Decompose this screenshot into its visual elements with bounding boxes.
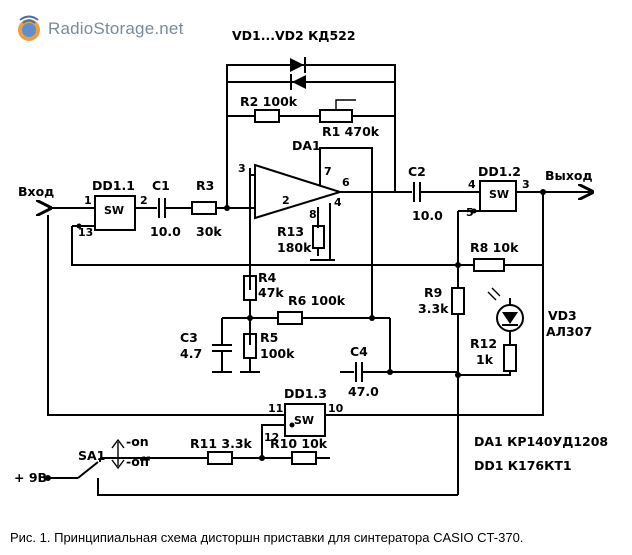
resistor-r3 — [191, 201, 217, 215]
resistor-r10 — [291, 451, 317, 465]
resistor-r13 — [312, 225, 325, 249]
label-r6: R6 100k — [288, 293, 346, 308]
label-r12-value: 1k — [476, 352, 494, 367]
label-r11: R11 3.3k — [190, 436, 253, 451]
label-sw-dd12: SW — [489, 188, 509, 201]
label-vd3-value: АЛ307 — [546, 324, 592, 339]
label-sa1: SA1 — [78, 448, 105, 463]
bias-network — [212, 275, 458, 382]
resistor-r12 — [503, 344, 517, 372]
label-c2-value: 10.0 — [412, 208, 443, 223]
label-dd11-pin2: 2 — [140, 194, 148, 207]
label-vd3: VD3 — [548, 308, 577, 323]
diodes-vd1-vd2 — [226, 57, 396, 90]
switch-sa1[interactable] — [48, 438, 458, 496]
label-dd13: DD1.3 — [284, 386, 327, 401]
switch-dd13 — [284, 403, 326, 437]
label-c3-value: 4.7 — [180, 346, 202, 361]
label-c3: C3 — [180, 330, 198, 345]
label-r2: R2 100k — [240, 94, 298, 109]
label-r10: R10 10k — [270, 436, 328, 451]
resistor-r8 — [473, 258, 505, 272]
label-r13-value: 180k — [277, 240, 312, 255]
label-dd11-pin13: 13 — [78, 226, 93, 239]
label-supply: + 9В — [14, 470, 47, 485]
label-input: Вход — [18, 184, 54, 199]
site-logo-text: RadioStorage.net — [48, 19, 184, 38]
label-output: Выход — [545, 168, 593, 183]
label-dd13-pin11: 11 — [268, 402, 283, 415]
label-sa1-on: -on — [126, 434, 149, 449]
label-c4: C4 — [350, 344, 368, 359]
label-dd13-pin10: 10 — [328, 402, 344, 415]
label-c2: C2 — [408, 164, 426, 179]
label-pin4: 4 — [334, 196, 342, 209]
label-r4: R4 — [258, 270, 277, 285]
label-r3: R3 — [196, 178, 214, 193]
label-parts-dd1: DD1 К176КТ1 — [474, 458, 572, 473]
resistor-r11 — [207, 451, 233, 465]
resistor-r9 — [451, 287, 465, 315]
label-sw-dd13: SW — [294, 414, 314, 427]
label-da1: DA1 — [292, 138, 321, 153]
label-dd12: DD1.2 — [478, 164, 521, 179]
label-pin7: 7 — [324, 165, 332, 178]
label-c4-value: 47.0 — [348, 384, 379, 399]
label-r8: R8 10k — [470, 240, 519, 255]
label-dd12-pin4: 4 — [468, 178, 476, 191]
radio-logo-icon — [18, 15, 40, 41]
label-dd11: DD1.1 — [92, 178, 135, 193]
opamp-da1 — [227, 147, 412, 318]
label-pin6: 6 — [342, 176, 350, 189]
resistor-r6 — [277, 311, 303, 325]
label-c1-value: 10.0 — [150, 224, 181, 239]
label-r4-value: 47k — [258, 285, 284, 300]
led-vd3 — [455, 287, 524, 378]
label-r9-value: 3.3k — [418, 301, 449, 316]
label-r9: R9 — [424, 285, 442, 300]
label-c1: C1 — [152, 178, 170, 193]
label-r1: R1 470k — [322, 124, 380, 139]
label-sw-dd11: SW — [104, 204, 124, 217]
output-stage — [330, 180, 590, 495]
label-dd11-pin1: 1 — [84, 194, 92, 207]
label-sa1-off: -off — [126, 454, 151, 469]
label-pin8: 8 — [309, 208, 317, 221]
label-r3-value: 30k — [196, 224, 222, 239]
figure-caption: Рис. 1. Принципиальная схема дисторшн пр… — [10, 530, 524, 545]
label-r5-value: 100k — [260, 346, 295, 361]
label-parts-da1: DA1 КР140УД1208 — [474, 434, 608, 449]
site-logo: RadioStorage.net — [14, 14, 184, 44]
label-dd12-pin3: 3 — [522, 178, 530, 191]
circuit-schematic: VD1...VD2 КД522 R2 100k R1 470k DA1 3 2 … — [14, 28, 608, 496]
switch-dd13-group — [100, 403, 340, 465]
label-dd12-pin5: 5 — [466, 206, 474, 219]
supply-terminal — [45, 475, 51, 481]
label-r5: R5 — [260, 330, 278, 345]
switch-dd12 — [479, 180, 517, 212]
resistor-r2-r1 — [226, 65, 396, 208]
label-pin3: 3 — [238, 162, 246, 175]
label-vd1-vd2: VD1...VD2 КД522 — [232, 28, 356, 43]
label-pin2: 2 — [282, 194, 290, 207]
input-stage — [48, 195, 458, 416]
switch-dd11 — [94, 195, 136, 231]
label-dd13-pin12: 12 — [264, 431, 279, 444]
label-r13: R13 — [277, 224, 304, 239]
label-r12: R12 — [470, 336, 497, 351]
